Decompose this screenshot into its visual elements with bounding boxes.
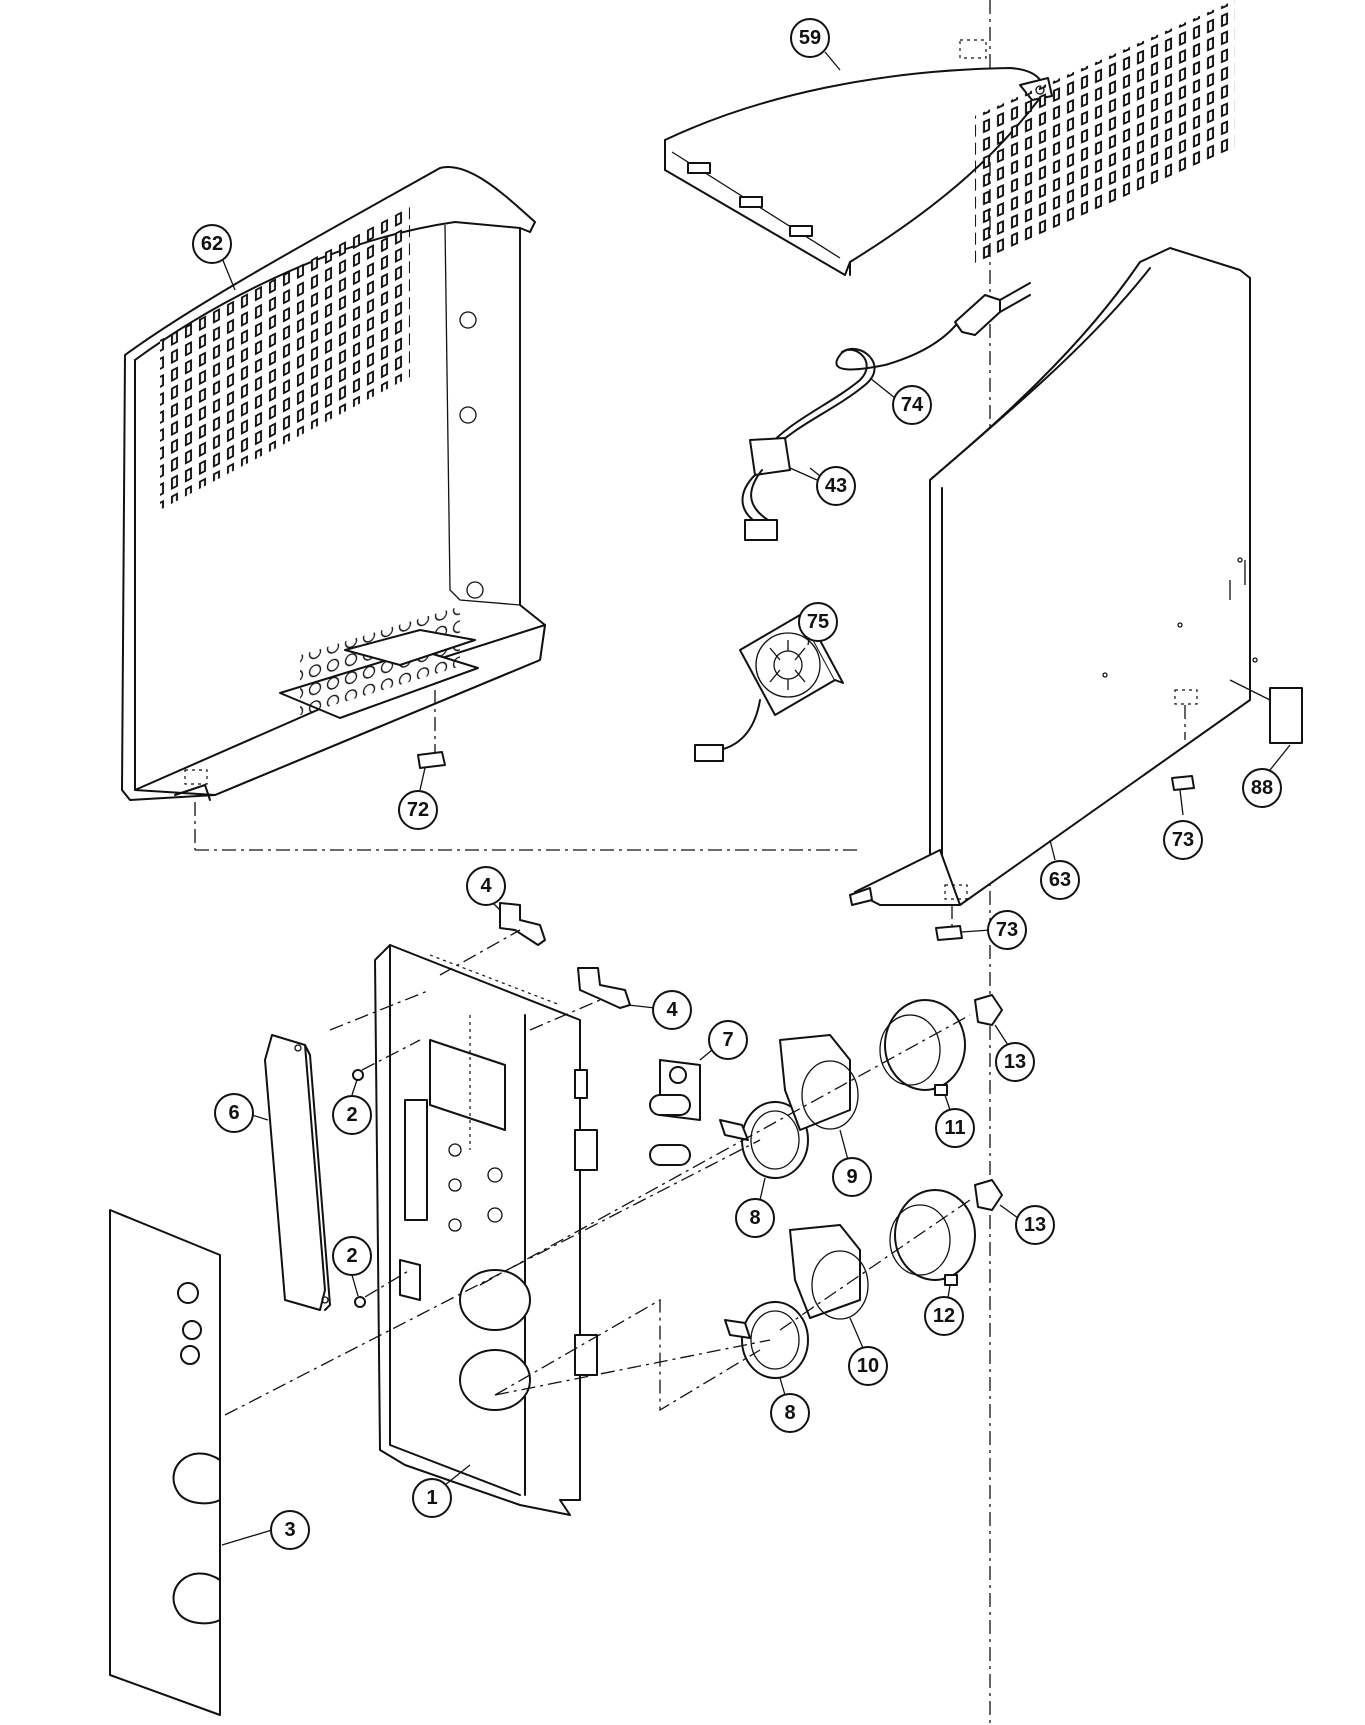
bushing-block-part xyxy=(649,1059,701,1166)
svg-text:73: 73 xyxy=(1172,829,1194,851)
callout-74: 74 xyxy=(869,377,932,425)
svg-text:3: 3 xyxy=(284,1519,295,1541)
side-bracket-part xyxy=(264,1034,331,1311)
foot-pad-72 xyxy=(417,751,446,769)
callout-2-lower: 2 xyxy=(332,1236,372,1297)
screw-2-upper xyxy=(352,1069,364,1081)
svg-text:75: 75 xyxy=(807,611,829,633)
callout-1: 1 xyxy=(412,1464,471,1518)
svg-text:62: 62 xyxy=(201,233,223,255)
svg-text:9: 9 xyxy=(846,1166,857,1188)
callout-7: 7 xyxy=(699,1020,748,1061)
callout-73-upper: 73 xyxy=(1163,789,1203,860)
callout-73-lower: 73 xyxy=(961,910,1027,950)
motor-11 xyxy=(879,999,966,1096)
callout-43: 43 xyxy=(789,466,856,506)
svg-text:73: 73 xyxy=(996,919,1018,941)
callout-13-lower: 13 xyxy=(999,1204,1055,1245)
clip-bracket-4-lower xyxy=(577,967,631,1009)
callout-8-lower: 8 xyxy=(770,1377,810,1433)
right-cabinet-part xyxy=(849,0,1258,930)
svg-text:72: 72 xyxy=(407,799,429,821)
motor-bracket-10 xyxy=(789,1224,869,1320)
svg-text:12: 12 xyxy=(933,1305,955,1327)
front-panel-plate-part xyxy=(109,1209,221,1716)
svg-text:13: 13 xyxy=(1024,1214,1046,1236)
screw-2-lower xyxy=(354,1296,366,1308)
assembly-guide-lines xyxy=(224,929,971,1416)
callout-11: 11 xyxy=(935,1094,975,1148)
callout-63: 63 xyxy=(1040,839,1080,900)
callout-9: 9 xyxy=(832,1129,872,1197)
top-cover-part xyxy=(664,39,1053,276)
svg-text:4: 4 xyxy=(666,999,678,1021)
svg-text:7: 7 xyxy=(722,1029,733,1051)
front-chassis-part xyxy=(374,944,598,1516)
svg-text:2: 2 xyxy=(346,1104,357,1126)
connector-13-lower xyxy=(974,1179,1003,1211)
callout-12: 12 xyxy=(924,1284,964,1336)
callout-59: 59 xyxy=(790,18,841,71)
callout-3: 3 xyxy=(221,1510,310,1550)
callout-88: 88 xyxy=(1242,744,1291,808)
svg-text:74: 74 xyxy=(901,394,924,416)
svg-text:59: 59 xyxy=(799,27,821,49)
callout-6: 6 xyxy=(214,1093,269,1133)
svg-text:6: 6 xyxy=(228,1102,239,1124)
callout-72: 72 xyxy=(398,767,438,830)
ring-8-upper xyxy=(719,1101,809,1179)
callout-8-upper: 8 xyxy=(735,1177,775,1238)
callout-10: 10 xyxy=(848,1317,888,1386)
callout-2-upper: 2 xyxy=(332,1079,372,1135)
clip-bracket-4-upper xyxy=(499,902,546,946)
svg-text:11: 11 xyxy=(944,1117,965,1139)
svg-text:8: 8 xyxy=(749,1207,760,1229)
callout-4-upper: 4 xyxy=(466,866,506,911)
callout-4-lower: 4 xyxy=(627,990,692,1030)
svg-text:4: 4 xyxy=(480,875,492,897)
foot-pads-73 xyxy=(935,775,1195,941)
callout-13-upper: 13 xyxy=(994,1024,1035,1082)
svg-text:8: 8 xyxy=(784,1402,795,1424)
motor-12 xyxy=(889,1189,976,1286)
callout-62: 62 xyxy=(192,224,236,291)
callout-75: 75 xyxy=(798,602,838,646)
svg-text:43: 43 xyxy=(825,475,847,497)
power-cord-part xyxy=(741,282,1031,541)
svg-text:10: 10 xyxy=(857,1355,879,1377)
svg-text:63: 63 xyxy=(1049,869,1071,891)
svg-text:1: 1 xyxy=(426,1487,437,1509)
label-sticker-88 xyxy=(1229,679,1303,744)
connector-13-upper xyxy=(974,994,1003,1026)
left-cabinet-part xyxy=(121,165,860,851)
ring-8-lower xyxy=(724,1301,809,1379)
svg-text:13: 13 xyxy=(1004,1051,1026,1073)
motor-bracket-9 xyxy=(779,1034,859,1131)
svg-text:88: 88 xyxy=(1251,777,1273,799)
svg-text:2: 2 xyxy=(346,1245,357,1267)
